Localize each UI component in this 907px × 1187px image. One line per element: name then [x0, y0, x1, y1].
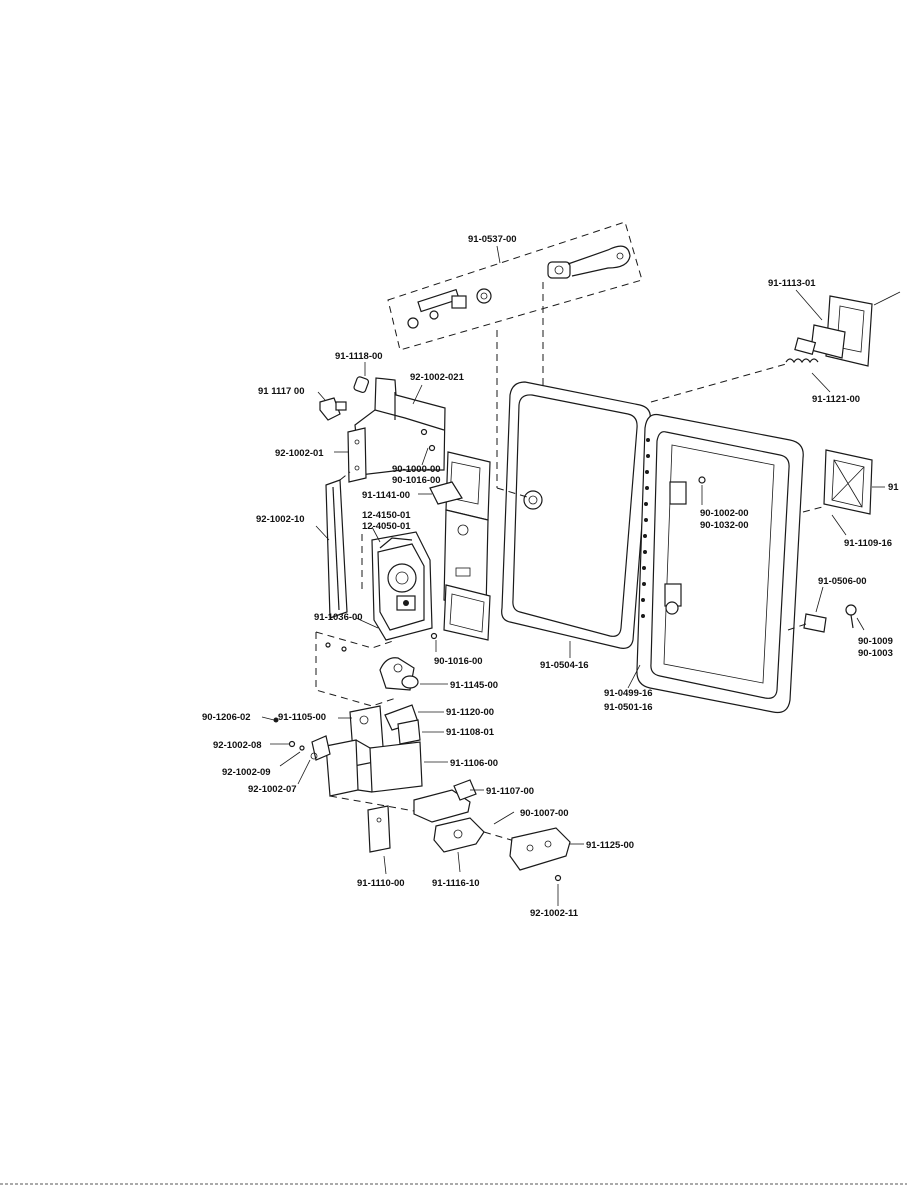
label-91-1145-00: 91-1145-00 [450, 680, 498, 691]
lower-dashed-group [315, 631, 397, 707]
label-91-1118-00: 91-1118-00 [335, 351, 383, 362]
label-92-1002-07: 92-1002-07 [248, 784, 297, 795]
label-91-1141-00: 91-1141-00 [362, 490, 410, 501]
label-91-1117-00: 91 1117 00 [258, 386, 305, 397]
label-92-1002-11: 92-1002-11 [530, 908, 579, 919]
label-90-1000-00: 90-1000-00 [392, 464, 441, 475]
label-91-1107-00: 91-1107-00 [486, 786, 534, 797]
lower-bracket-assembly [261, 704, 448, 813]
label-91-0499-16: 91-0499-16 [604, 688, 653, 699]
lock-kit-assembly [387, 221, 643, 351]
label-91-0537-00: 91-0537-00 [468, 234, 517, 245]
label-91-1116-10: 91-1116-10 [432, 878, 480, 889]
coin-door-frame [496, 381, 651, 658]
label-90-1002-00: 90-1002-00 [700, 508, 749, 519]
label-90-1016-00-top: 90-1016-00 [392, 475, 441, 486]
label-91-1105-00: 91-1105-00 [278, 712, 326, 723]
coin-return-cup [802, 449, 885, 536]
reject-lever [379, 657, 448, 691]
label-91-1109-16: 91-1109-16 [844, 538, 892, 549]
label-90-1032-00: 90-1032-00 [700, 520, 749, 531]
coin-chute-bracket [413, 779, 484, 823]
side-rail [315, 471, 351, 619]
label-91-0506-00: 91-0506-00 [818, 576, 867, 587]
diverter-assembly [433, 811, 519, 873]
label-12-4150-01: 12-4150-01 [362, 510, 411, 521]
coin-button-assembly [650, 289, 901, 403]
label-91-1108-01: 91-1108-01 [446, 727, 495, 738]
label-90-1007-00: 90-1007-00 [520, 808, 569, 819]
label-91-1125-00: 91-1125-00 [586, 840, 634, 851]
label-90-1009: 90-1009 [858, 636, 893, 647]
part-labels: 91-0537-00 91-1113-01 91-1121-00 91-1118… [202, 234, 899, 919]
label-91-cutoff: 91 [888, 482, 899, 493]
label-92-1002-10: 92-1002-10 [256, 514, 305, 525]
label-91-0504-16: 91-0504-16 [540, 660, 589, 671]
label-91-1121-00: 91-1121-00 [812, 394, 860, 405]
label-92-1002-09: 92-1002-09 [222, 767, 271, 778]
label-12-4050-01: 12-4050-01 [362, 521, 411, 532]
mounting-tab [367, 805, 391, 875]
label-92-1002-08: 92-1002-08 [213, 740, 262, 751]
label-91-1106-00: 91-1106-00 [450, 758, 498, 769]
label-90-1016-00-bottom: 90-1016-00 [434, 656, 483, 667]
door-latch [787, 586, 865, 633]
label-92-1002-021: 92-1002-021 [410, 372, 465, 383]
coin-switch-bracket [509, 827, 584, 906]
upper-bracket-assembly [317, 362, 446, 483]
label-90-1003: 90-1003 [858, 648, 893, 659]
hinge-row [641, 438, 650, 618]
label-92-1002-01: 92-1002-01 [275, 448, 324, 459]
coin-door [627, 413, 804, 714]
label-91-1110-00: 91-1110-00 [357, 878, 405, 889]
coin-mechanism [355, 526, 433, 641]
label-91-0501-16: 91-0501-16 [604, 702, 653, 713]
mech-mounting-plate [418, 451, 491, 652]
label-91-1036-00: 91-1036-00 [314, 612, 363, 623]
label-91-1120-00: 91-1120-00 [446, 707, 494, 718]
label-90-1206-02: 90-1206-02 [202, 712, 251, 723]
label-91-1113-01: 91-1113-01 [768, 278, 816, 289]
